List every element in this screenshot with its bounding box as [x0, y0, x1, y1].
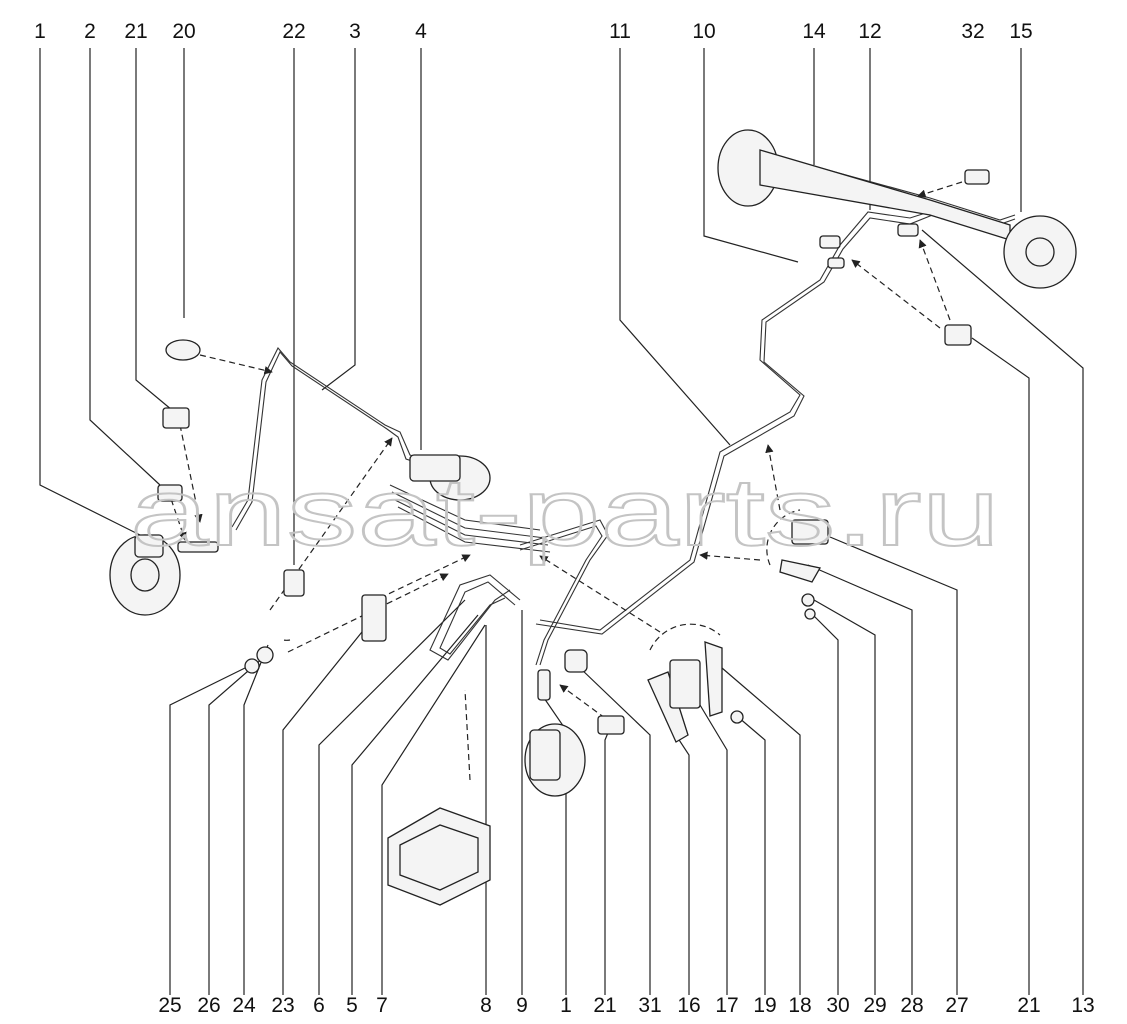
rear-axle-14 [717, 129, 1011, 241]
leader-lines-top [39, 48, 1022, 565]
callout-top-4: 20 [172, 20, 195, 43]
callouts-bottom: 25 26 24 23 6 5 7 8 9 1 21 31 16 17 19 1… [158, 994, 1094, 1017]
callout-bottom-16: 18 [788, 994, 811, 1017]
right-front-brake [524, 669, 586, 797]
callout-bottom-13: 16 [677, 994, 700, 1017]
callout-bottom-14: 17 [715, 994, 738, 1017]
callout-bottom-2: 26 [197, 994, 220, 1017]
callout-bottom-17: 30 [826, 994, 849, 1017]
callout-bottom-9: 9 [516, 994, 528, 1017]
callout-bottom-7: 7 [376, 994, 388, 1017]
callout-bottom-8: 8 [480, 994, 492, 1017]
grommet-31 [564, 649, 588, 673]
callout-top-12: 32 [961, 20, 984, 43]
left-front-brake [109, 534, 219, 616]
clip-27 [791, 519, 829, 545]
callout-bottom-5: 6 [313, 994, 325, 1017]
callout-bottom-19: 28 [900, 994, 923, 1017]
bracket-23 [361, 594, 387, 642]
callout-top-10: 14 [802, 20, 826, 43]
callout-bottom-4: 23 [271, 994, 294, 1017]
callout-bottom-20: 27 [945, 994, 968, 1017]
callout-top-11: 12 [858, 20, 881, 43]
callout-bottom-22: 13 [1071, 994, 1094, 1017]
callout-bottom-1: 25 [158, 994, 181, 1017]
watermark: ansat-parts.ru [130, 459, 1000, 566]
callout-bottom-3: 24 [232, 994, 256, 1017]
bracket-28 [779, 559, 822, 583]
callout-top-7: 4 [415, 20, 427, 43]
callout-bottom-15: 19 [753, 994, 776, 1017]
washer-nut-24-26 [244, 646, 274, 674]
callout-bottom-11: 21 [593, 994, 616, 1017]
connectors-10-12 [819, 223, 919, 269]
plug-32 [964, 169, 990, 185]
brake-pipes [231, 149, 1016, 666]
clip-21-right [944, 324, 972, 346]
callout-top-9: 10 [692, 20, 715, 43]
callout-top-8: 11 [609, 20, 631, 43]
callout-bottom-21: 21 [1017, 994, 1040, 1017]
clip-22 [283, 569, 305, 597]
brackets-16-18 [647, 641, 723, 743]
clip-21-bottom [597, 715, 625, 735]
callout-bottom-18: 29 [863, 994, 886, 1017]
washer-nut-29-30 [801, 593, 816, 620]
clip-21-left [162, 407, 190, 429]
clip-2 [157, 484, 183, 502]
master-cylinder-4 [409, 454, 491, 501]
callout-top-2: 2 [84, 20, 96, 43]
grommet-20 [165, 339, 201, 361]
abs-unit [387, 807, 491, 906]
callouts-top: 1 2 21 20 22 3 4 11 10 14 12 32 15 [34, 20, 1033, 43]
nut-19 [730, 710, 744, 724]
callout-top-1: 1 [34, 20, 46, 43]
callout-bottom-6: 5 [346, 994, 358, 1017]
rear-drum-15 [1003, 215, 1077, 289]
callout-top-13: 15 [1009, 20, 1032, 43]
callout-bottom-10: 1 [560, 994, 572, 1017]
callout-top-3: 21 [124, 20, 147, 43]
callout-top-6: 3 [349, 20, 361, 43]
callout-top-5: 22 [282, 20, 305, 43]
callout-bottom-12: 31 [638, 994, 661, 1017]
